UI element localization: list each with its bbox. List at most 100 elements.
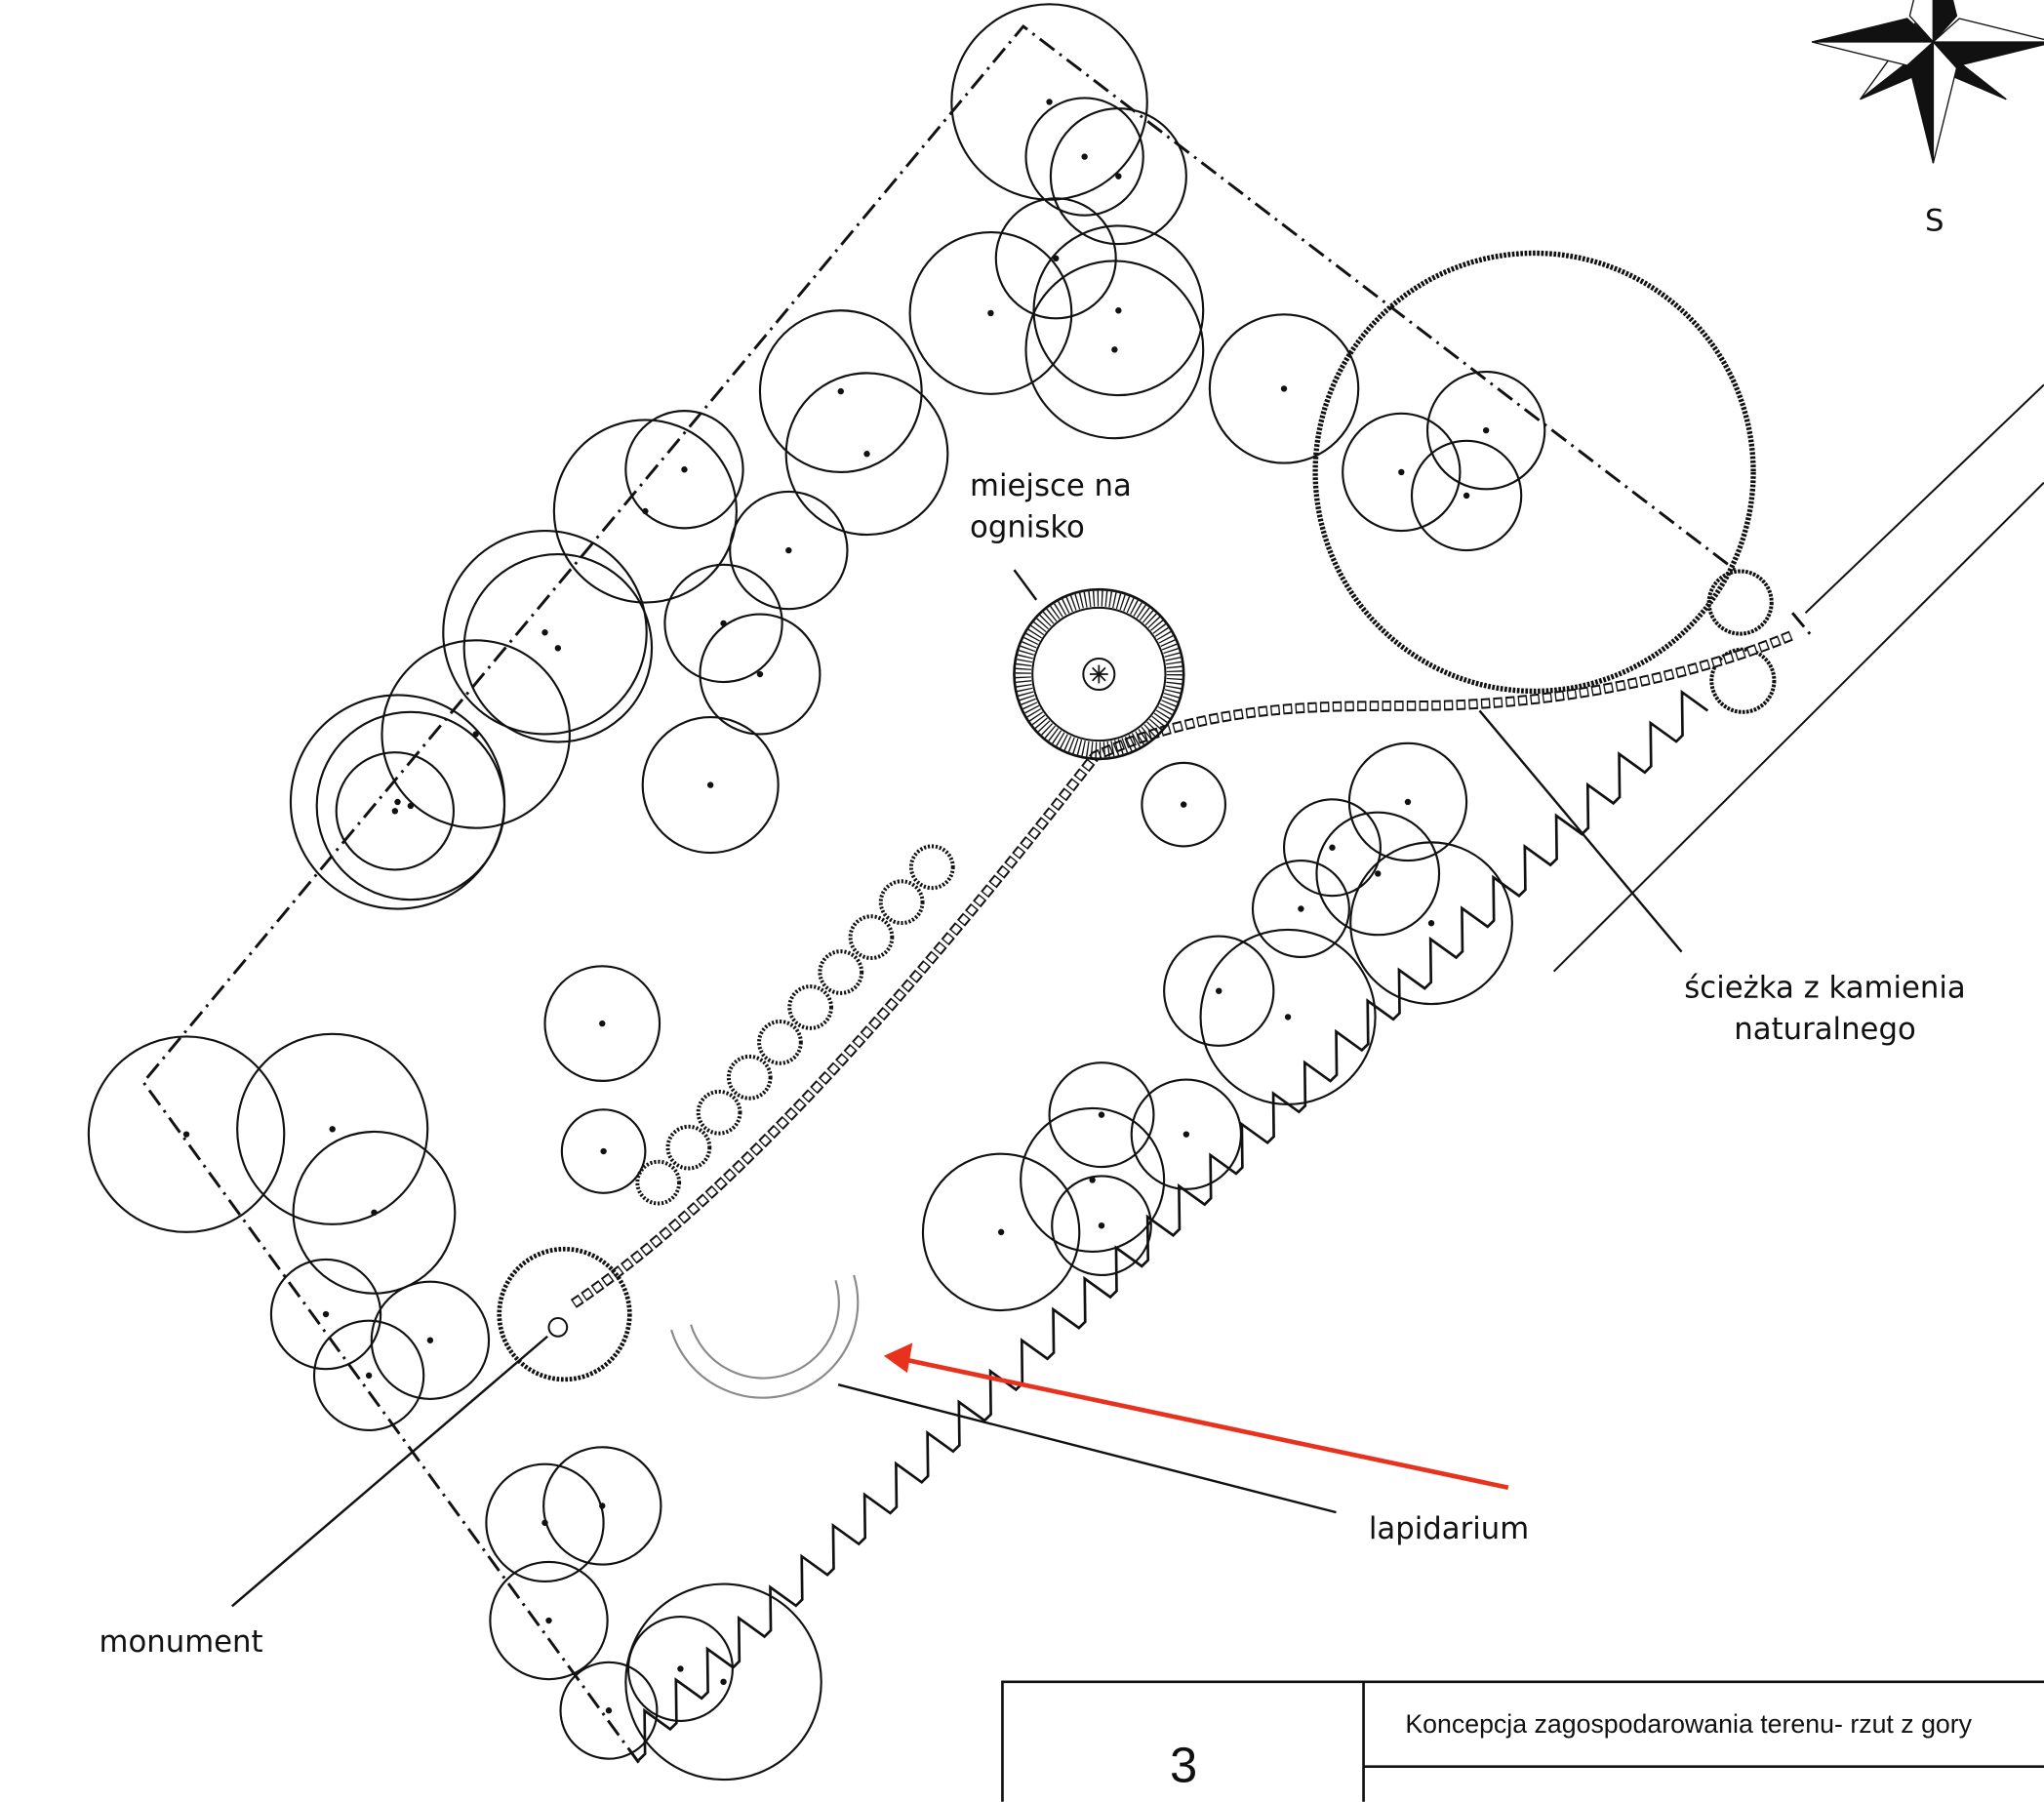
tree-trunk <box>182 1131 190 1138</box>
road-edge <box>1552 481 2044 973</box>
tree-trunk <box>1089 1177 1096 1183</box>
tree-trunk <box>1182 1131 1190 1138</box>
label-path-1: ścieżka z kamienia <box>1684 970 1965 1005</box>
shrub <box>908 844 955 891</box>
tree-trunk <box>756 670 764 678</box>
tree-trunk <box>1284 1014 1292 1021</box>
tree-canopy <box>552 419 738 604</box>
tree-canopy <box>1049 107 1187 246</box>
tree-canopy <box>1199 928 1377 1105</box>
tree-trunk <box>605 1707 613 1714</box>
tree-canopy <box>1315 811 1441 937</box>
tree-trunk <box>472 731 479 738</box>
tree-canopy <box>1349 841 1513 1006</box>
tree-trunk <box>1111 346 1118 353</box>
tree-trunk <box>1180 801 1187 808</box>
tree-trunk <box>997 1228 1005 1236</box>
label-monument: monument <box>100 1624 263 1660</box>
trees <box>87 3 1546 1782</box>
tree-canopy <box>1032 224 1205 397</box>
tree-canopy <box>269 1258 382 1371</box>
shrub <box>726 1054 773 1101</box>
drawing-title: Koncepcja zagospodarowania terenu- rzut … <box>1405 1709 1972 1739</box>
tree-trunk <box>1216 987 1222 994</box>
label-path-2: naturalnego <box>1734 1012 1915 1047</box>
title-block <box>1001 1680 2044 1802</box>
tree-canopy <box>921 1152 1081 1312</box>
tree-trunk <box>681 466 688 473</box>
compass-rose-icon <box>1812 0 2044 164</box>
tree-trunk <box>599 1020 606 1027</box>
tree-canopy <box>1251 860 1350 959</box>
tree-canopy <box>1048 1061 1155 1169</box>
tree-canopy <box>560 1108 647 1194</box>
shrub <box>696 1089 742 1136</box>
sheet-number: 3 <box>1170 1738 1197 1793</box>
tree-canopy <box>1410 439 1523 552</box>
tree-canopy <box>335 751 456 871</box>
tree-trunk <box>1081 153 1088 160</box>
tree-canopy <box>699 613 822 736</box>
tree-trunk <box>541 629 548 636</box>
tree-canopy <box>442 529 648 736</box>
tree-trunk <box>1098 1221 1105 1229</box>
tree-trunk <box>863 451 870 458</box>
shrub <box>665 1124 712 1171</box>
shrub <box>787 984 833 1030</box>
tree-canopy <box>1141 761 1226 848</box>
tree-canopy <box>1342 412 1462 533</box>
tree-canopy <box>1024 260 1205 440</box>
tree-trunk <box>1404 798 1412 806</box>
tree-canopy <box>462 553 654 743</box>
shrub <box>757 1020 803 1065</box>
tree-trunk <box>394 798 401 806</box>
tree-canopy <box>1208 313 1360 464</box>
tree-trunk <box>1280 385 1288 392</box>
tree-trunk <box>407 802 415 810</box>
tree-trunk <box>987 309 994 317</box>
tree-canopy <box>624 1582 822 1782</box>
tree-trunk <box>1098 1111 1105 1118</box>
tree-canopy <box>312 1319 425 1432</box>
tree-canopy <box>624 410 744 530</box>
tree-trunk <box>785 546 792 554</box>
shrub <box>635 1159 682 1206</box>
tree-canopy <box>559 1661 659 1760</box>
tree-canopy <box>663 563 783 684</box>
tree-canopy <box>641 716 780 855</box>
tree-canopy <box>292 1130 457 1295</box>
tree-trunk <box>1053 255 1060 262</box>
tree-trunk <box>554 645 562 652</box>
tree-canopy <box>1163 935 1275 1047</box>
label-lapidarium: lapidarium <box>1369 1511 1529 1546</box>
tree-canopy <box>381 639 571 829</box>
tree-canopy <box>1020 1106 1166 1253</box>
tree-trunk <box>642 507 649 515</box>
tree-canopy <box>784 372 949 537</box>
tree-trunk <box>391 808 399 815</box>
tree-trunk <box>365 1372 373 1380</box>
red-arrow <box>883 1342 1509 1491</box>
tree-trunk <box>545 1617 552 1624</box>
shrub <box>848 914 895 960</box>
tree-canopy <box>489 1560 609 1681</box>
monument <box>497 1246 632 1382</box>
label-fireplace-1: miejsce na <box>970 468 1132 503</box>
tree-canopy <box>370 1280 491 1400</box>
shrub <box>878 879 925 926</box>
tree-canopy <box>1051 1175 1152 1277</box>
tree-trunk <box>426 1337 434 1343</box>
tree-trunk <box>1115 307 1122 314</box>
tree-trunk <box>706 781 714 788</box>
tree-trunk <box>677 1665 684 1672</box>
tree-canopy <box>236 1032 429 1225</box>
tree-canopy <box>315 710 506 901</box>
tree-trunk <box>837 387 844 395</box>
shrub <box>818 949 864 995</box>
small-shrub <box>1706 569 1774 636</box>
tree-trunk <box>599 1502 606 1509</box>
tree-trunk <box>329 1126 336 1133</box>
tree-trunk <box>1329 844 1336 851</box>
tree-trunk <box>1482 426 1490 434</box>
tree-canopy <box>1425 370 1546 491</box>
